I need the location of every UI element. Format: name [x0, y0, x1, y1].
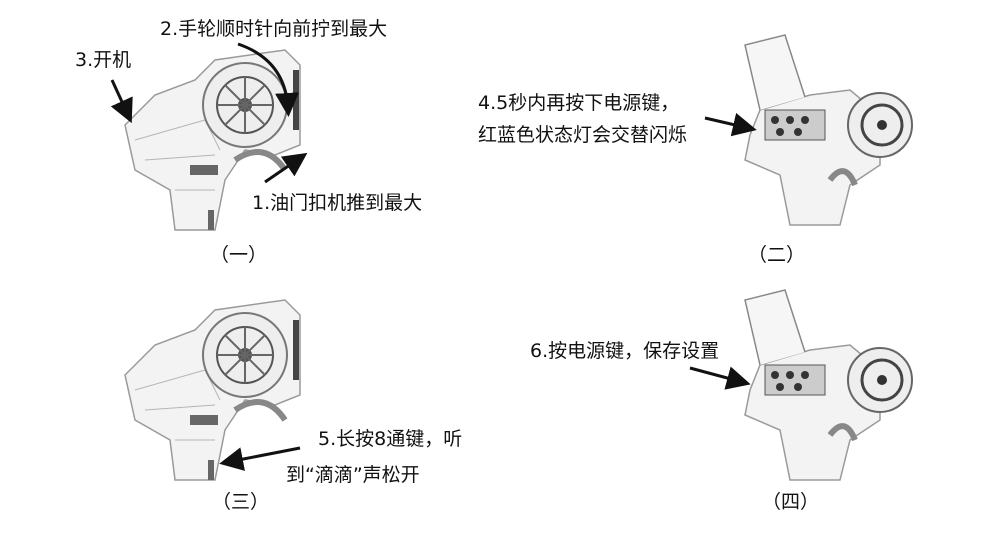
caption-1: （一） — [210, 244, 268, 266]
transmitter-front-view-4 — [745, 290, 912, 480]
power-key-arrow-4 — [689, 366, 751, 390]
step-3-text: 3.开机 — [75, 49, 132, 71]
step-6-text: 6.按电源键，保存设置 — [530, 340, 720, 362]
step-5-text-line1: 5.长按8通键，听 — [318, 428, 463, 450]
power-arrow — [110, 79, 133, 124]
transmitter-front-view-2 — [745, 35, 912, 225]
step-1-text: 1.油门扣机推到最大 — [252, 192, 423, 214]
power-key-arrow-2 — [704, 112, 757, 137]
caption-4: （四） — [762, 491, 820, 513]
caption-2: （二） — [748, 244, 806, 266]
step-4-text-line1: 4.5秒内再按下电源键， — [478, 92, 680, 114]
step-4-text-line2: 红蓝色状态灯会交替闪烁 — [478, 124, 688, 146]
step-5-text-line2: 到“滴滴”声松开 — [286, 464, 420, 486]
caption-3: （三） — [212, 491, 270, 513]
step-2-text: 2.手轮顺时针向前拧到最大 — [160, 18, 388, 40]
clockwise-arrow — [237, 42, 300, 117]
throttle-arrow — [264, 152, 308, 184]
ch8-key-arrow — [219, 446, 301, 471]
